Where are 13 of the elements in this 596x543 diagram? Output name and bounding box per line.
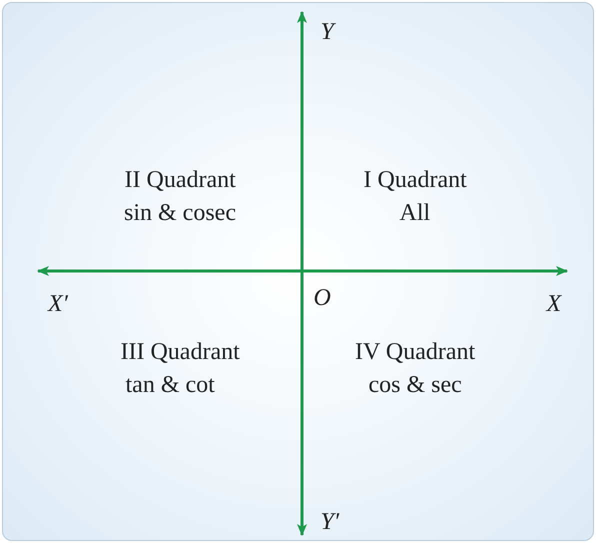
quadrant-label: sin & cosec: [124, 201, 236, 225]
quadrant-label: III Quadrant: [120, 340, 240, 364]
quadrant-label: IV Quadrant: [355, 340, 476, 364]
quadrant-label: II Quadrant: [124, 168, 236, 192]
origin-label: O: [314, 286, 331, 310]
axis-label: X′: [48, 292, 68, 316]
axis-label: X: [546, 292, 562, 316]
axis-label: Y: [320, 20, 334, 44]
quadrant-label: cos & sec: [368, 373, 462, 397]
quadrant-label: I Quadrant: [364, 168, 467, 192]
quadrant-label: tan & cot: [126, 373, 215, 397]
quadrant-label: All: [400, 201, 430, 225]
axis-label: Y′: [320, 510, 340, 534]
